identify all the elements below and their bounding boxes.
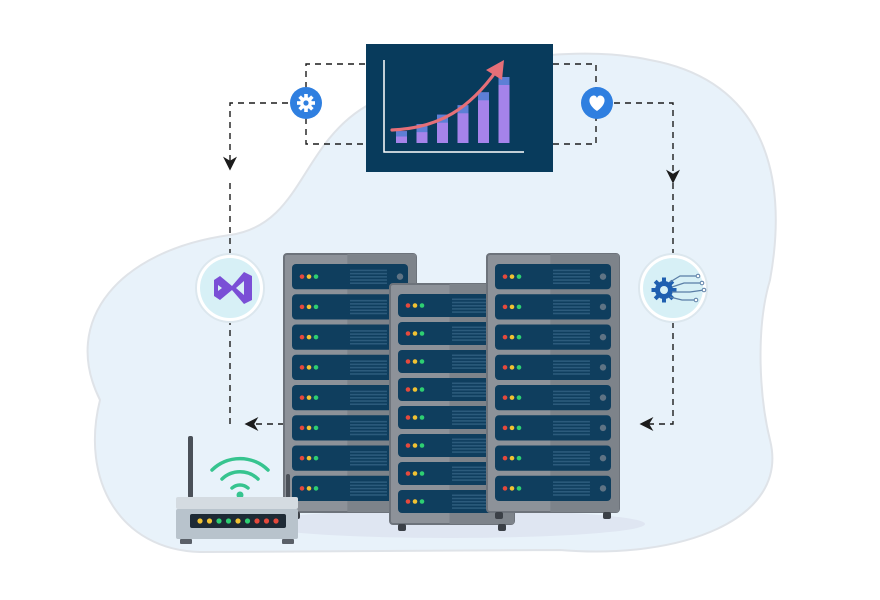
router-led <box>216 518 222 524</box>
server-unit <box>398 378 506 401</box>
wifi-router-icon <box>176 436 298 544</box>
chart-bar <box>498 77 510 143</box>
router-led <box>244 518 251 524</box>
router-led <box>254 518 260 524</box>
server-unit <box>495 415 611 441</box>
connector-heart-right <box>614 102 680 184</box>
connector-gear-to-chart-top <box>305 63 366 88</box>
server-unit <box>495 294 611 320</box>
chart-axes <box>383 60 524 153</box>
connector-right-circle-down <box>639 322 674 431</box>
trend-arrow-head <box>486 60 504 80</box>
router-led <box>225 518 232 524</box>
connector-chart-to-heart-top <box>553 63 597 88</box>
router-led <box>235 518 241 524</box>
router-led <box>263 518 270 524</box>
chart-bar <box>457 105 469 143</box>
trend-arrow <box>390 68 499 132</box>
server-unit <box>495 354 611 380</box>
connector-chart-to-heart-bottom <box>553 118 597 145</box>
server-unit <box>398 434 506 457</box>
growth-chart <box>366 44 553 172</box>
chart-bar <box>416 124 428 143</box>
gear-icon <box>290 87 322 119</box>
server-unit <box>292 415 408 441</box>
router-led <box>206 518 213 524</box>
server-unit <box>292 264 408 290</box>
dashed-connectors <box>223 63 680 431</box>
connector-gear-to-chart-bottom <box>305 118 366 145</box>
chart-bar <box>396 131 407 143</box>
server-unit <box>292 385 408 411</box>
router-led <box>197 518 203 524</box>
server-unit <box>495 445 611 471</box>
server-unit <box>292 445 408 471</box>
server-unit <box>495 324 611 350</box>
server-unit <box>398 294 506 317</box>
heart-icon <box>581 87 613 119</box>
connector-gear-left <box>223 102 288 171</box>
server-unit <box>495 385 611 411</box>
gear-circuit-icon <box>638 253 708 323</box>
server-racks <box>283 253 620 531</box>
server-unit <box>398 406 506 429</box>
visual-studio-icon <box>195 253 265 323</box>
chart-bar <box>478 92 489 143</box>
server-unit <box>495 475 611 501</box>
router-led <box>273 518 279 524</box>
server-unit <box>495 264 611 290</box>
server-rack-right <box>486 253 620 519</box>
server-rack-left <box>283 253 417 519</box>
